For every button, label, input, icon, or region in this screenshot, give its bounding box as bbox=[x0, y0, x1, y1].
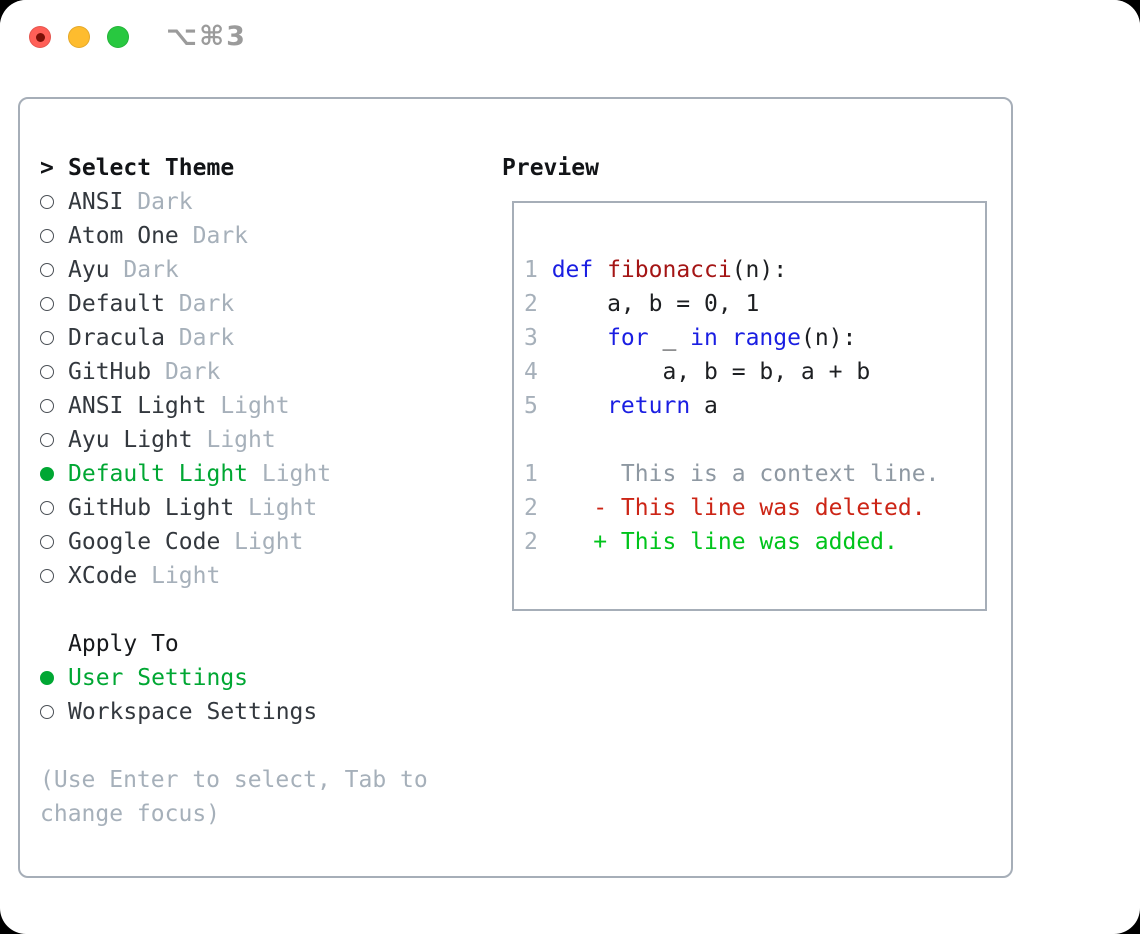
spacer bbox=[40, 593, 490, 627]
apply-to-header: Apply To bbox=[40, 627, 490, 661]
radio-unselected-icon bbox=[40, 263, 54, 277]
code-line: 2 a, b = 0, 1 bbox=[524, 287, 985, 321]
theme-option-google-code[interactable]: Google Code Light bbox=[40, 525, 490, 559]
line-number: 1 bbox=[524, 461, 538, 487]
option-label: Ayu Light bbox=[68, 427, 193, 453]
option-label: Workspace Settings bbox=[68, 699, 318, 725]
option-label: GitHub Light bbox=[68, 495, 235, 521]
theme-variant-label: Light bbox=[261, 461, 332, 487]
radio-unselected-icon bbox=[40, 569, 54, 583]
theme-option-github-light[interactable]: GitHub Light Light bbox=[40, 491, 490, 525]
theme-option-ayu-light[interactable]: Ayu Light Light bbox=[40, 423, 490, 457]
radio-unselected-icon bbox=[40, 297, 54, 311]
unsaved-indicator-icon bbox=[35, 32, 45, 42]
theme-option-github[interactable]: GitHub Dark bbox=[40, 355, 490, 389]
traffic-lights bbox=[29, 26, 146, 48]
option-label: Dracula bbox=[68, 325, 165, 351]
option-label: ANSI bbox=[68, 189, 124, 215]
preview-title: Preview bbox=[502, 155, 599, 181]
line-number: 1 bbox=[524, 257, 538, 283]
option-label: ANSI Light bbox=[68, 393, 207, 419]
selection-caret: > bbox=[40, 155, 54, 181]
select-theme-header: > Select Theme bbox=[40, 151, 490, 185]
option-label: Google Code bbox=[68, 529, 221, 555]
help-text-line-2: change focus) bbox=[40, 801, 221, 827]
radio-unselected-icon bbox=[40, 705, 54, 719]
line-number: 2 bbox=[524, 529, 538, 555]
line-number: 2 bbox=[524, 291, 538, 317]
line-number: 3 bbox=[524, 325, 538, 351]
apply-option-workspace-settings[interactable]: Workspace Settings bbox=[40, 695, 490, 729]
radio-unselected-icon bbox=[40, 229, 54, 243]
option-label: Default Light bbox=[68, 461, 249, 487]
radio-unselected-icon bbox=[40, 365, 54, 379]
option-label: Atom One bbox=[68, 223, 179, 249]
code-line: 4 a, b = b, a + b bbox=[524, 355, 985, 389]
help-text-line-1: (Use Enter to select, Tab to bbox=[40, 767, 428, 793]
radio-selected-icon bbox=[40, 467, 54, 481]
option-label: GitHub bbox=[68, 359, 152, 385]
option-label: User Settings bbox=[68, 665, 249, 691]
theme-option-xcode[interactable]: XCode Light bbox=[40, 559, 490, 593]
theme-option-ayu[interactable]: Ayu Dark bbox=[40, 253, 490, 287]
code-line: 5 return a bbox=[524, 389, 985, 423]
code-line bbox=[524, 423, 985, 457]
code-line: 2 + This line was added. bbox=[524, 525, 985, 559]
apply-to-title: Apply To bbox=[68, 631, 179, 657]
code-line: 1 This is a context line. bbox=[524, 457, 985, 491]
window-titlebar: ⌥⌘3 bbox=[0, 0, 1140, 97]
radio-unselected-icon bbox=[40, 195, 54, 209]
theme-variant-label: Light bbox=[248, 495, 318, 521]
option-label: XCode bbox=[68, 563, 138, 589]
theme-variant-label: Dark bbox=[164, 359, 221, 385]
code-line: 3 for _ in range(n): bbox=[524, 321, 985, 355]
theme-option-ansi[interactable]: ANSI Dark bbox=[40, 185, 490, 219]
theme-option-default[interactable]: Default Dark bbox=[40, 287, 490, 321]
spacer bbox=[40, 729, 490, 763]
option-label: Default bbox=[68, 291, 165, 317]
theme-variant-label: Light bbox=[206, 427, 276, 453]
theme-variant-label: Dark bbox=[123, 257, 179, 283]
theme-variant-label: Dark bbox=[178, 291, 235, 317]
minimize-button[interactable] bbox=[68, 26, 90, 48]
radio-selected-icon bbox=[40, 671, 54, 685]
theme-variant-label: Dark bbox=[137, 189, 193, 215]
select-theme-title: Select Theme bbox=[68, 155, 235, 181]
line-number: 5 bbox=[524, 393, 538, 419]
option-label: Ayu bbox=[68, 257, 110, 283]
maximize-button[interactable] bbox=[107, 26, 129, 48]
radio-unselected-icon bbox=[40, 501, 54, 515]
theme-variant-label: Light bbox=[220, 393, 290, 419]
close-button[interactable] bbox=[29, 26, 51, 48]
radio-unselected-icon bbox=[40, 433, 54, 447]
radio-unselected-icon bbox=[40, 331, 54, 345]
tab-shortcut-label: ⌥⌘3 bbox=[166, 21, 247, 52]
line-number: 2 bbox=[524, 495, 538, 521]
theme-variant-label: Dark bbox=[192, 223, 249, 249]
line-number: 4 bbox=[524, 359, 538, 385]
theme-option-atom-one[interactable]: Atom One Dark bbox=[40, 219, 490, 253]
apply-option-user-settings[interactable]: User Settings bbox=[40, 661, 490, 695]
theme-variant-label: Dark bbox=[178, 325, 235, 351]
theme-option-dracula[interactable]: Dracula Dark bbox=[40, 321, 490, 355]
theme-variant-label: Light bbox=[234, 529, 304, 555]
code-line: 2 - This line was deleted. bbox=[524, 491, 985, 525]
radio-unselected-icon bbox=[40, 399, 54, 413]
theme-option-ansi-light[interactable]: ANSI Light Light bbox=[40, 389, 490, 423]
theme-variant-label: Light bbox=[151, 563, 221, 589]
theme-option-default-light[interactable]: Default Light Light bbox=[40, 457, 490, 491]
radio-unselected-icon bbox=[40, 535, 54, 549]
